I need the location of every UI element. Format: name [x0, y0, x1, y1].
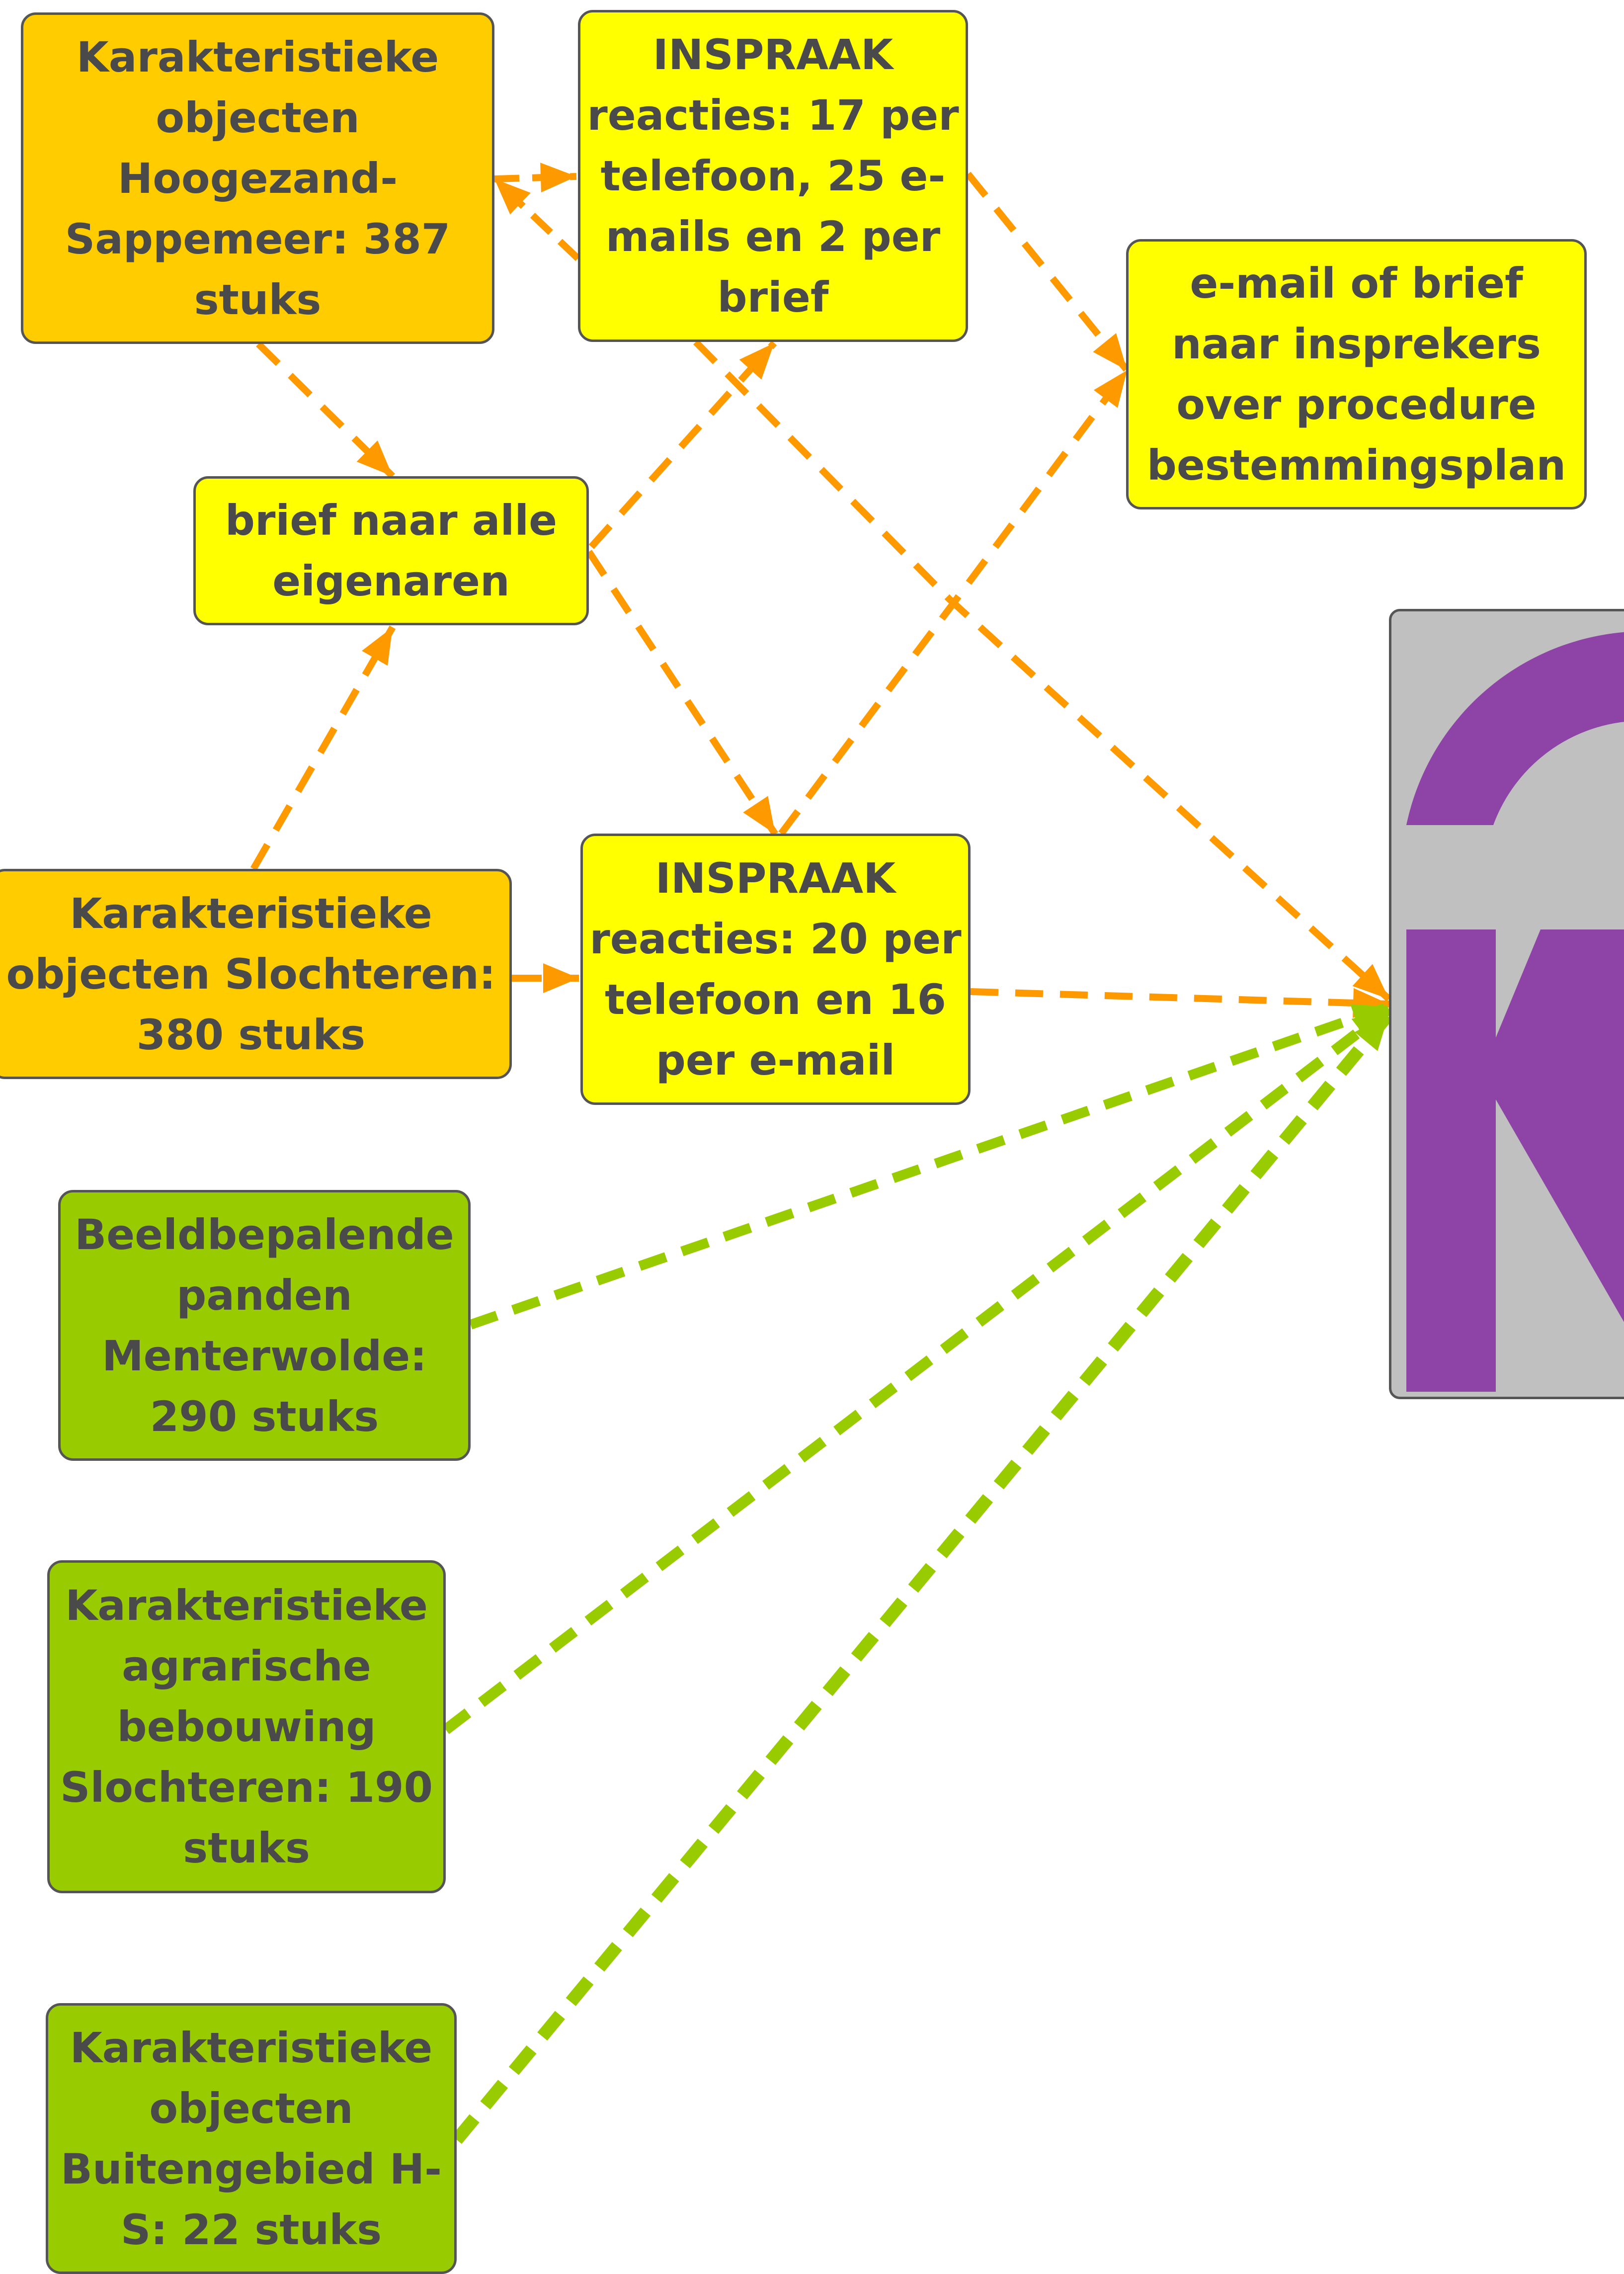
edge-arrowhead [743, 796, 775, 834]
edge-arrowhead [494, 179, 531, 215]
edge-arrowhead [356, 440, 393, 476]
node-label: Karakteristieke objecten Slochteren: 380… [6, 889, 496, 1059]
edge-buitengebied-to-logo [451, 1010, 1394, 2144]
edge-arrowhead [362, 627, 393, 666]
edge-brief_eigenaren-to-inspraak_hs [588, 340, 777, 549]
node-brief-eigenaren[interactable]: brief naar alle eigenaren [193, 476, 589, 625]
edge-arrowhead [1354, 1014, 1389, 1051]
edge-agrarisch-to-logo [442, 1005, 1392, 1734]
edge-arrowhead [540, 163, 576, 193]
edge-inspraak_hs-to-logo [693, 339, 1391, 1002]
node-logo[interactable] [1389, 609, 1624, 1399]
edge-menterwolde-to-logo [469, 1002, 1391, 1330]
edge-brief_eigenaren-to-inspraak_sl [586, 550, 778, 836]
node-agrarisch-slochteren[interactable]: Karakteristieke agrarische bebouwing Slo… [47, 1560, 446, 1893]
edge-hs_objects-to-inspraak_hs [494, 173, 577, 182]
edge-arrowhead [739, 343, 774, 380]
node-label: Karakteristieke agrarische bebouwing Slo… [60, 1581, 433, 1872]
node-buitengebied[interactable]: Karakteristieke objecten Buitengebied H-… [46, 2003, 457, 2274]
edge-inspraak_hs-to-email_brief [965, 171, 1130, 373]
edge-arrowhead [1352, 964, 1389, 999]
node-label: brief naar alle eigenaren [225, 496, 558, 605]
node-label: INSPRAAK reacties: 20 per telefoon en 16… [589, 854, 962, 1085]
edge-arrowhead [1093, 370, 1127, 408]
node-inspraak-hoogezand[interactable]: INSPRAAK reacties: 17 per telefoon, 25 e… [578, 10, 968, 342]
edge-arrowhead [543, 963, 579, 993]
edge-inspraak_sl-to-logo [970, 988, 1389, 1008]
node-slochteren-objects[interactable]: Karakteristieke objecten Slochteren: 380… [0, 869, 512, 1079]
node-label: Karakteristieke objecten Buitengebied H-… [60, 2023, 442, 2254]
node-menterwolde[interactable]: Beeldbepalende panden Menterwolde: 290 s… [58, 1190, 471, 1461]
node-label: e-mail of brief naar insprekers over pro… [1146, 259, 1566, 490]
node-inspraak-slochteren[interactable]: INSPRAAK reacties: 20 per telefoon en 16… [580, 834, 971, 1105]
node-label: Karakteristieke objecten Hoogezand- Sapp… [65, 32, 451, 324]
node-hoogezand-sappemeer[interactable]: Karakteristieke objecten Hoogezand- Sapp… [21, 12, 494, 344]
node-label: Beeldbepalende panden Menterwolde: 290 s… [75, 1210, 454, 1441]
edge-slochteren_objects-to-brief_eigenaren [250, 625, 396, 871]
edge-inspraak_sl-to-email_brief [778, 368, 1130, 836]
edge-arrowhead [1093, 333, 1127, 370]
node-label: INSPRAAK reacties: 17 per telefoon, 25 e… [587, 30, 959, 322]
node-email-brief-insprekers[interactable]: e-mail of brief naar insprekers over pro… [1126, 239, 1587, 509]
purple-letter-logo-icon [1406, 632, 1624, 1392]
